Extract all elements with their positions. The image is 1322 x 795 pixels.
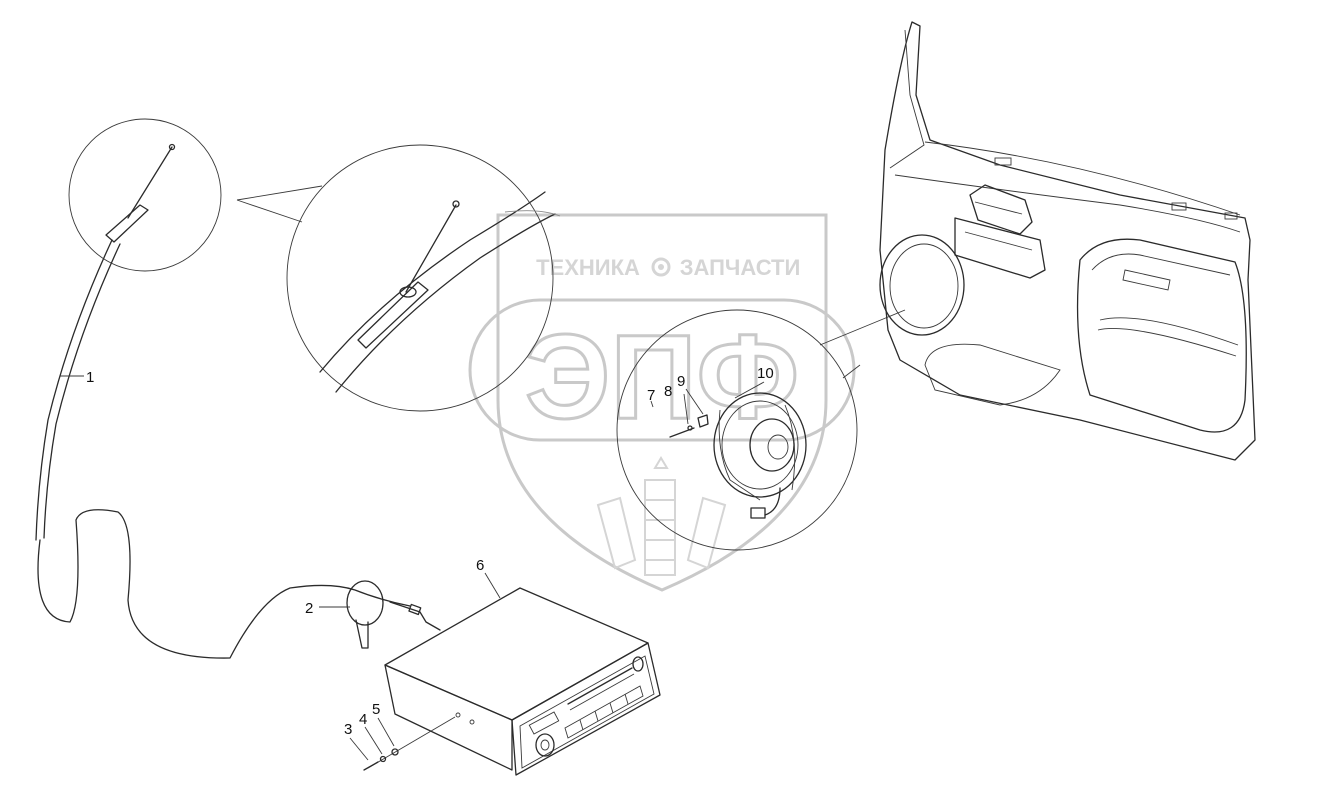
detail-circle-large	[286, 144, 554, 412]
part-label-8: 8	[664, 383, 672, 400]
part-label-9: 9	[677, 373, 685, 390]
watermark: ЭПФ ТЕХНИКА ЗАПЧАСТИ	[468, 213, 856, 592]
cable-clip-ring	[346, 580, 384, 626]
detail-circle-speaker	[616, 309, 858, 551]
watermark-shield	[496, 213, 828, 592]
part-label-6: 6	[476, 557, 484, 574]
door-trim-panel	[879, 21, 1256, 461]
part-label-5: 5	[372, 701, 380, 718]
watermark-wheat-icon	[596, 456, 727, 576]
watermark-brand: ЭПФ	[525, 310, 799, 444]
head-unit-fasteners: 3 4 5	[344, 701, 456, 771]
part-label-7: 7	[647, 387, 655, 404]
part-label-1: 1	[86, 369, 94, 386]
watermark-text-right: ЗАПЧАСТИ	[680, 255, 801, 280]
part-label-3: 3	[344, 721, 352, 738]
part-label-4: 4	[359, 711, 367, 728]
detail-circle-small	[68, 118, 222, 272]
part-label-2: 2	[305, 600, 313, 617]
antenna-assembly: 1 2	[35, 118, 441, 659]
antenna-magnified-callout	[236, 144, 561, 412]
gear-icon	[651, 257, 671, 277]
speaker-assembly: 7 8 9 10	[616, 309, 906, 551]
radio-head-unit: 6	[384, 557, 661, 776]
part-label-10: 10	[757, 365, 774, 382]
